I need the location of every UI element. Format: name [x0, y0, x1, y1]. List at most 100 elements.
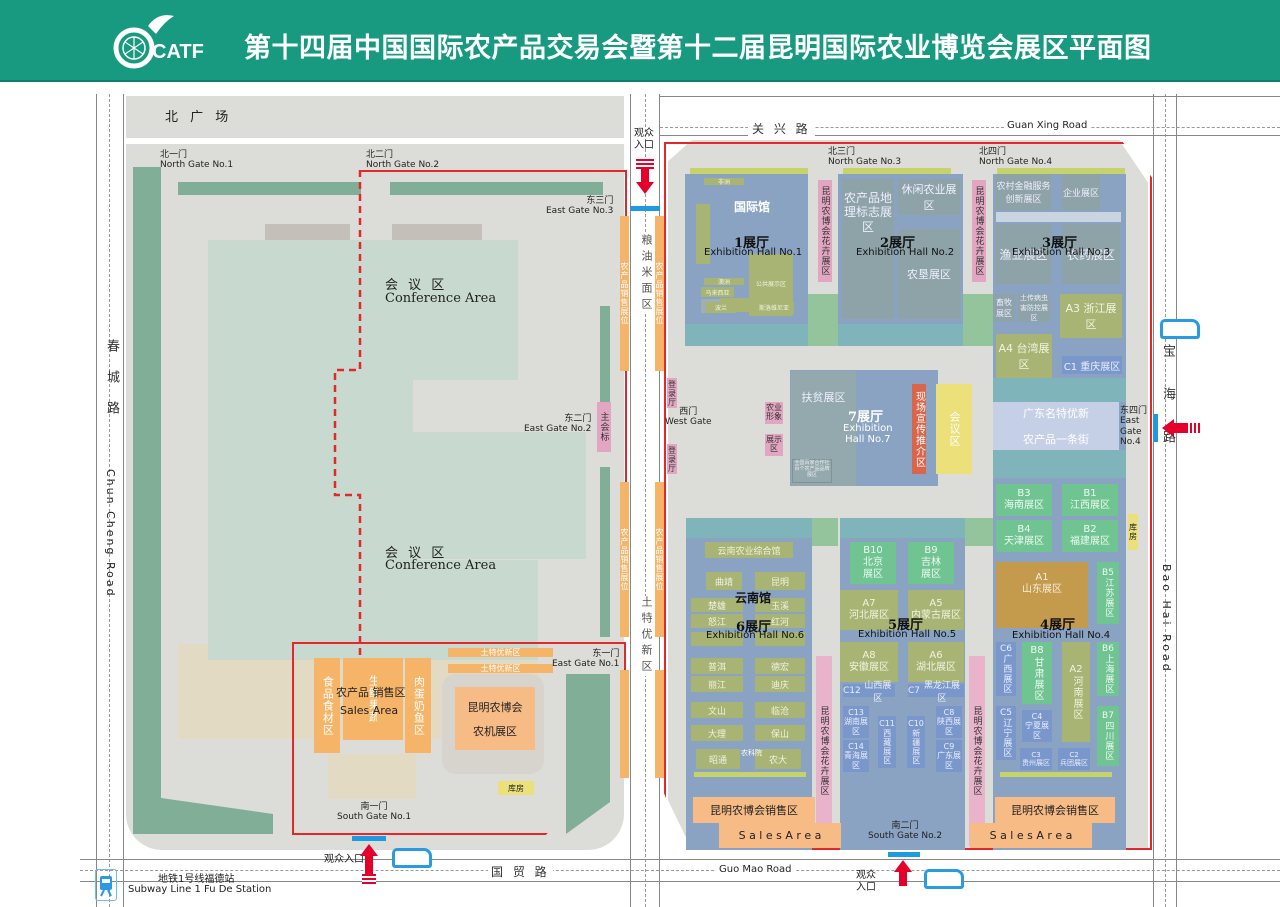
svg-text:CATF: CATF: [152, 41, 204, 63]
subway-icon: [95, 869, 117, 901]
hall-4-lobby: [993, 450, 1126, 478]
hall-7-name-cn: 7展厅: [848, 410, 884, 425]
local-specialty-zone-label: 土特优新区: [638, 596, 654, 676]
booth-dehong: 普洱: [691, 658, 743, 674]
building-block: [265, 224, 350, 240]
booth-dali: 临沧: [755, 702, 805, 718]
conference-label-cn: 会 议 区: [385, 278, 448, 293]
booth-qujing: 曲靖: [706, 572, 742, 590]
hall-6-name-cn: 6展厅: [736, 620, 772, 635]
north-entrance-marker[interactable]: [630, 206, 660, 211]
booth-banna: [691, 632, 743, 646]
entrance-arrow-trail: [636, 159, 654, 169]
sales-stall-strip: [620, 670, 629, 778]
green-belt: [133, 167, 161, 827]
meat-zone: 肉蛋奶鱼区: [405, 658, 431, 753]
reclamation-zone: 农垦展区: [898, 229, 960, 319]
sales-stall-strip: 农产品销售展位: [620, 482, 629, 637]
booth-nujiang: 怒江: [691, 614, 743, 628]
road-centerline: [1165, 94, 1166, 907]
visitor-entrance-label: 观众入口: [856, 870, 876, 893]
south-gate-2-marker[interactable]: [888, 852, 920, 857]
leisure-agri-zone: 休闲农业展区: [898, 179, 960, 215]
header-banner: CATF 第十四届中国国际农产品交易会暨第十二届昆明国际农业博览会展区平面图: [0, 0, 1280, 82]
livestock-zone: 畜牧展区: [993, 294, 1015, 322]
aisle: [996, 212, 1121, 222]
conference-label-en: Conference Area: [385, 558, 497, 573]
booth-seeds: 农科院: [741, 749, 762, 757]
green-belt: [178, 182, 361, 195]
chun-cheng-road-en: Chun Cheng Road: [104, 469, 117, 598]
lobby-label: 登录厅: [667, 444, 677, 474]
hall-6-lobby: [686, 518, 812, 538]
international-pavilion-label: 国际馆: [734, 200, 771, 214]
hall-4-name-cn: 4展厅: [1040, 618, 1076, 633]
booth-kunming: 昆明: [755, 572, 805, 590]
north-plaza: [126, 96, 624, 138]
display-zone: 展示区: [765, 434, 783, 456]
green-strip: [843, 168, 951, 174]
booth-agri-academy: 农大: [755, 749, 801, 769]
entrance-arrow-icon: [1174, 423, 1186, 433]
food-zone: 食品食材区: [314, 658, 340, 753]
soil-disease-zone: 土传病虫害防控展区: [1018, 294, 1050, 322]
red-dashed-boundary: [333, 170, 362, 670]
booth-a4-taiwan: A4 台湾展区: [996, 334, 1052, 378]
guan-xing-road-centerline: [660, 127, 1280, 128]
green-lawn: [812, 518, 838, 546]
entrance-arrow-icon: [1162, 419, 1174, 437]
south-sales-area-left-en: S a l e s A r e a: [719, 823, 841, 848]
bus-icon: [924, 869, 964, 889]
bao-hai-road-en: Bao Hai Road: [1160, 564, 1173, 674]
sales-stall-strip: 农产品销售展位: [655, 482, 664, 637]
local-new-zone: 土特优新区: [448, 648, 553, 657]
flower-zone: 昆明农博会花卉展区: [816, 656, 832, 846]
south-sales-area-left: 昆明农博会销售区: [693, 797, 815, 823]
entrance-arrow-icon: [636, 182, 654, 194]
guan-xing-road-edge: [660, 96, 1280, 97]
main-venue-sign: 主会标: [597, 402, 611, 452]
green-lawn: [963, 294, 995, 346]
sales-stall-strip: 农产品销售展位: [655, 216, 664, 371]
lobby-label: 登录厅: [667, 378, 677, 408]
booth-baoshan: 大理: [691, 725, 743, 741]
east-gate-4-marker[interactable]: [1153, 414, 1158, 442]
conference-label-en: Conference Area: [385, 291, 497, 306]
green-belt: [600, 306, 610, 451]
floor-map: 春城路 Chun Cheng Road 宝海路 Bao Hai Road 关 兴…: [0, 84, 1280, 907]
entrance-arrow-icon: [365, 856, 373, 874]
hall-5-lobby: [840, 518, 965, 538]
conference-label-cn: 会 议 区: [385, 546, 448, 561]
flower-zone: 昆明农博会花卉展区: [972, 180, 986, 282]
flower-zone: 昆明农博会花卉展区: [818, 180, 832, 282]
red-boundary: [625, 170, 627, 636]
catf-logo: CATF: [112, 12, 212, 70]
guan-xing-road-edge: [660, 135, 1280, 136]
green-belt: [566, 674, 610, 834]
chun-cheng-road: [96, 94, 124, 907]
conference-area: [208, 380, 413, 585]
guo-mao-road-cn: 国 贸 路: [488, 863, 553, 880]
geo-indication-zone: 农产品地理标志展区: [842, 179, 894, 319]
road-centerline: [109, 94, 110, 907]
red-boundary: [360, 170, 627, 172]
guan-xing-road-en: Guan Xing Road: [1004, 120, 1091, 131]
sugar-zone: [377, 658, 403, 740]
